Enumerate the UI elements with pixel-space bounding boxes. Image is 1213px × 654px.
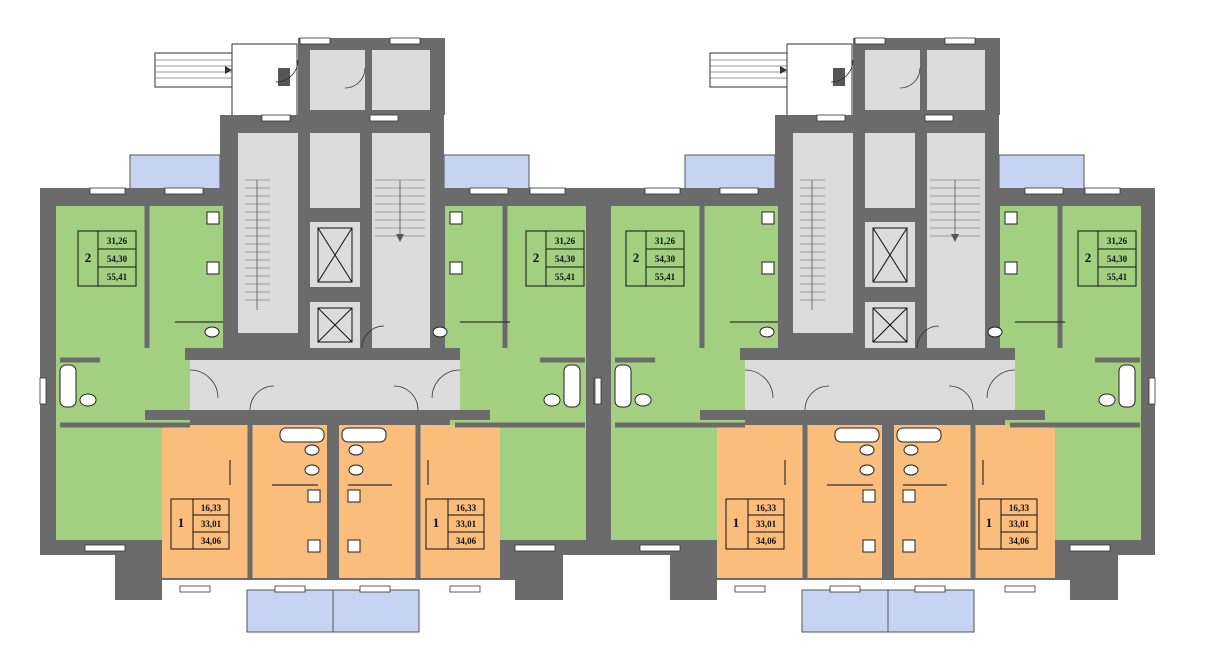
unit-label-L-2-left: 2 31,26 54,30 55,41 [77,230,137,287]
total-area: 54,30 [655,254,676,264]
total-area-with-balcony: 55,41 [555,272,576,282]
total-area: 54,30 [107,254,128,264]
rooms-count: 2 [85,250,92,265]
unit-label-L-1-right: 1 16,33 33,01 34,06 [425,498,485,550]
total-area-with-balcony: 34,06 [201,536,222,546]
total-area: 54,30 [1107,254,1128,264]
total-area-with-balcony: 55,41 [107,272,128,282]
rooms-count: 2 [533,250,540,265]
living-area: 31,26 [107,236,128,246]
unit-label-R-2-left: 2 31,26 54,30 55,41 [625,230,685,287]
total-area: 33,01 [201,519,222,529]
living-area: 16,33 [456,503,477,513]
total-area: 54,30 [555,254,576,264]
total-area: 33,01 [756,519,777,529]
living-area: 16,33 [201,503,222,513]
rooms-count: 1 [433,515,440,530]
rooms-count: 1 [733,515,740,530]
total-area-with-balcony: 34,06 [456,536,477,546]
unit-label-L-2-right: 2 31,26 54,30 55,41 [525,230,585,287]
unit-label-L-1-left: 1 16,33 33,01 34,06 [170,498,230,550]
total-area-with-balcony: 34,06 [756,536,777,546]
living-area: 16,33 [756,503,777,513]
total-area-with-balcony: 34,06 [1009,536,1030,546]
rooms-count: 2 [1085,250,1092,265]
unit-label-R-2-right: 2 31,26 54,30 55,41 [1077,230,1137,287]
living-area: 16,33 [1009,503,1030,513]
unit-label-R-1-right: 1 16,33 33,01 34,06 [978,498,1038,550]
total-area-with-balcony: 55,41 [655,272,676,282]
total-area-with-balcony: 55,41 [1107,272,1128,282]
total-area: 33,01 [1009,519,1030,529]
unit-label-R-1-left: 1 16,33 33,01 34,06 [725,498,785,550]
rooms-count: 2 [633,250,640,265]
living-area: 31,26 [1107,236,1128,246]
rooms-count: 1 [178,515,185,530]
rooms-count: 1 [986,515,993,530]
living-area: 31,26 [555,236,576,246]
total-area: 33,01 [456,519,477,529]
living-area: 31,26 [655,236,676,246]
